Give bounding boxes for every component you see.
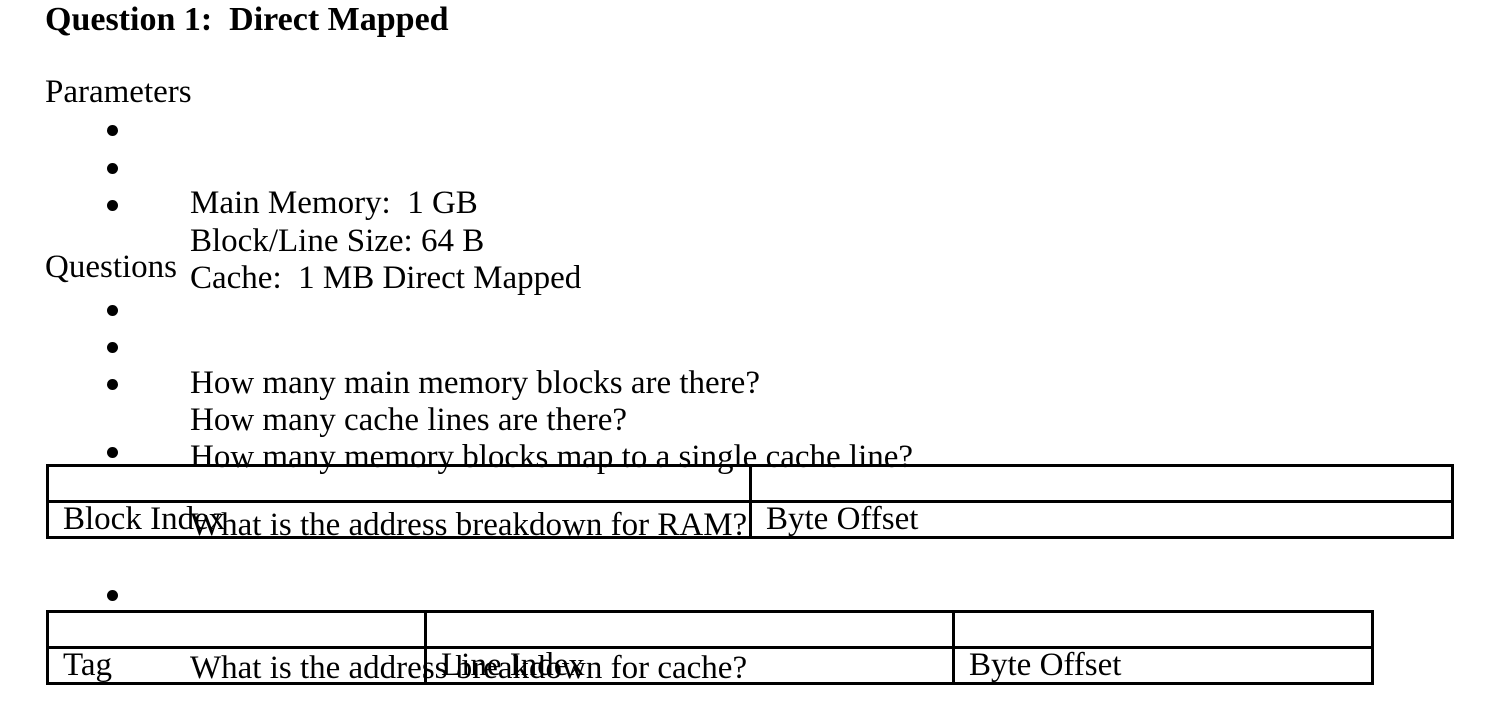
ram-address-table: Block Index Byte Offset [46, 464, 1454, 539]
label-cell: Tag [46, 646, 427, 685]
table-row-answer [46, 610, 1374, 649]
page-title: Question 1: Direct Mapped [45, 1, 449, 38]
label-cell: Block Index [46, 500, 752, 539]
list-item-main-memory: Main Memory: 1 GB [107, 108, 478, 260]
list-item-label: Main Memory: 1 GB [190, 185, 478, 221]
answer-cell-line-index[interactable] [424, 610, 955, 649]
bullet-icon [107, 163, 118, 174]
table-row-answer [46, 464, 1454, 503]
label-cell: Byte Offset [952, 646, 1374, 685]
questions-heading: Questions [45, 249, 177, 285]
bullet-icon [107, 305, 118, 316]
parameters-heading: Parameters [45, 74, 192, 110]
list-item-label: Block/Line Size: 64 B [190, 223, 485, 259]
bullet-icon [107, 200, 118, 211]
bullet-icon [107, 590, 118, 601]
list-item-label: How many cache lines are there? [190, 402, 628, 438]
list-item-question-blocks: How many main memory blocks are there? [107, 288, 760, 440]
table-row-labels: Block Index Byte Offset [46, 500, 1454, 539]
list-item-block-size: Block/Line Size: 64 B [107, 146, 485, 298]
list-item-label: How many main memory blocks are there? [190, 365, 760, 401]
list-item-cache: Cache: 1 MB Direct Mapped [107, 183, 582, 335]
label-cell: Byte Offset [749, 500, 1454, 539]
list-item-question-lines: How many cache lines are there? [107, 325, 628, 477]
bullet-icon [107, 125, 118, 136]
label-cell: Line Index [424, 646, 955, 685]
answer-cell-tag[interactable] [46, 610, 427, 649]
bullet-icon [107, 447, 118, 458]
list-item-label: Cache: 1 MB Direct Mapped [190, 260, 582, 296]
answer-cell-byte-offset[interactable] [952, 610, 1374, 649]
cache-address-table: Tag Line Index Byte Offset [46, 610, 1374, 685]
bullet-icon [107, 379, 118, 390]
table-row-labels: Tag Line Index Byte Offset [46, 646, 1374, 685]
answer-cell-block-index[interactable] [46, 464, 752, 503]
answer-cell-byte-offset[interactable] [749, 464, 1454, 503]
bullet-icon [107, 342, 118, 353]
